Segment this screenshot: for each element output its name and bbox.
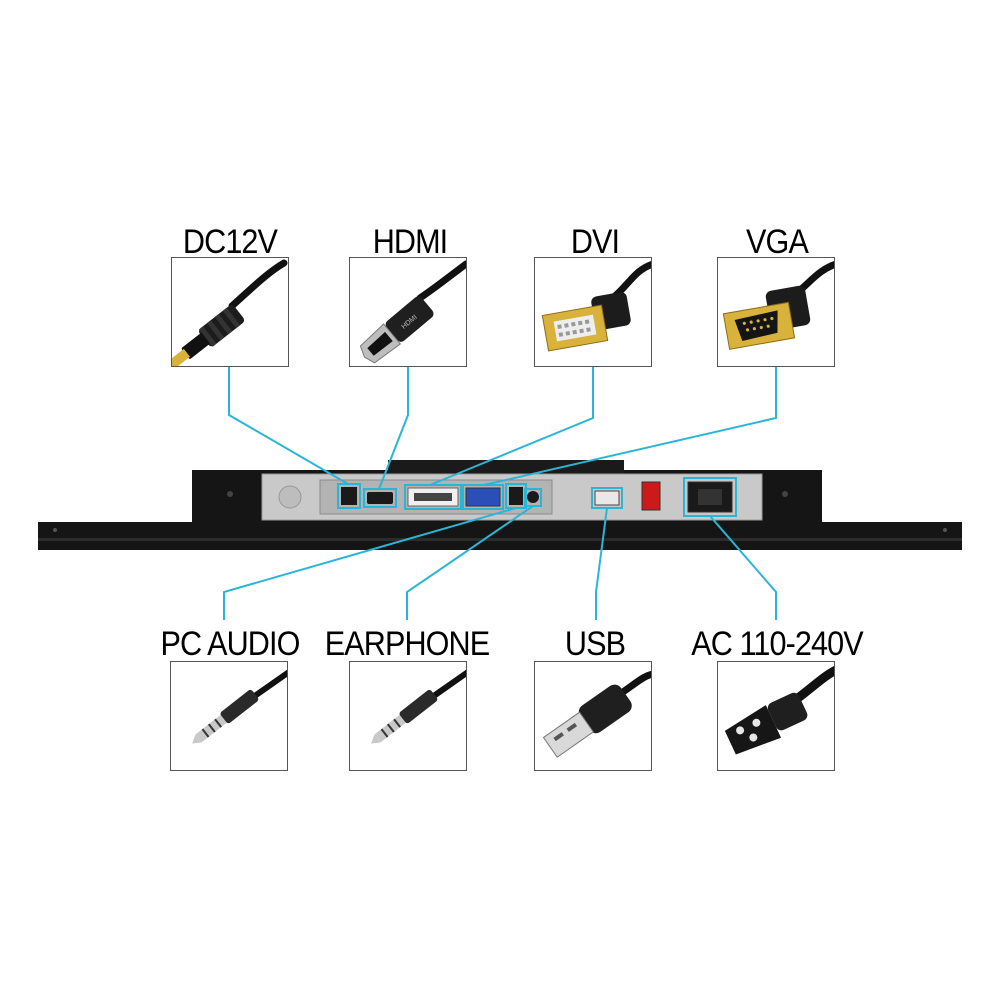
vga-plug-box	[717, 257, 835, 367]
monitor-chassis	[38, 522, 962, 550]
power-switch	[641, 481, 661, 511]
pc-audio-plug-box	[170, 661, 288, 771]
label-hdmi: HDMI	[372, 223, 449, 261]
label-ac: AC 110-240V	[691, 625, 863, 663]
line-vga	[483, 367, 777, 486]
leader-lines	[223, 367, 777, 620]
audio-jack-icon	[371, 669, 466, 744]
label-vga: VGA	[746, 223, 809, 261]
line-dc12v	[228, 367, 349, 485]
dc-plug-box	[171, 257, 289, 367]
line-ac	[709, 515, 777, 620]
earphone-port	[527, 491, 539, 503]
dvi-plug-icon	[541, 261, 651, 352]
hdmi-plug-box: HDMI	[349, 257, 467, 367]
ac-plug-box	[717, 661, 835, 771]
label-pc-audio: PC AUDIO	[160, 625, 300, 663]
label-usb: USB	[564, 625, 626, 663]
audio-jack-icon	[192, 669, 287, 744]
usb-plug-icon	[542, 670, 651, 758]
line-earphone	[406, 505, 534, 620]
earphone-plug-box	[349, 661, 467, 771]
pc-audio-port	[509, 487, 523, 505]
dc12v-port	[341, 487, 357, 505]
line-pc-audio	[223, 507, 517, 620]
label-earphone: EARPHONE	[324, 625, 490, 663]
power-plug-icon	[724, 665, 834, 755]
line-hdmi	[378, 367, 409, 490]
vga-port	[465, 487, 501, 507]
dc-plug-icon	[172, 259, 288, 366]
dvi-plug-box	[534, 257, 652, 367]
label-dvi: DVI	[570, 223, 620, 261]
hdmi-plug-icon: HDMI	[359, 260, 466, 364]
usb-plug-box	[534, 661, 652, 771]
usb-port	[594, 490, 620, 506]
hdmi-port	[367, 492, 393, 504]
label-dc12v: DC12V	[182, 223, 278, 261]
vga-plug-icon	[722, 261, 834, 350]
line-dvi	[429, 367, 594, 486]
line-usb	[595, 507, 608, 620]
